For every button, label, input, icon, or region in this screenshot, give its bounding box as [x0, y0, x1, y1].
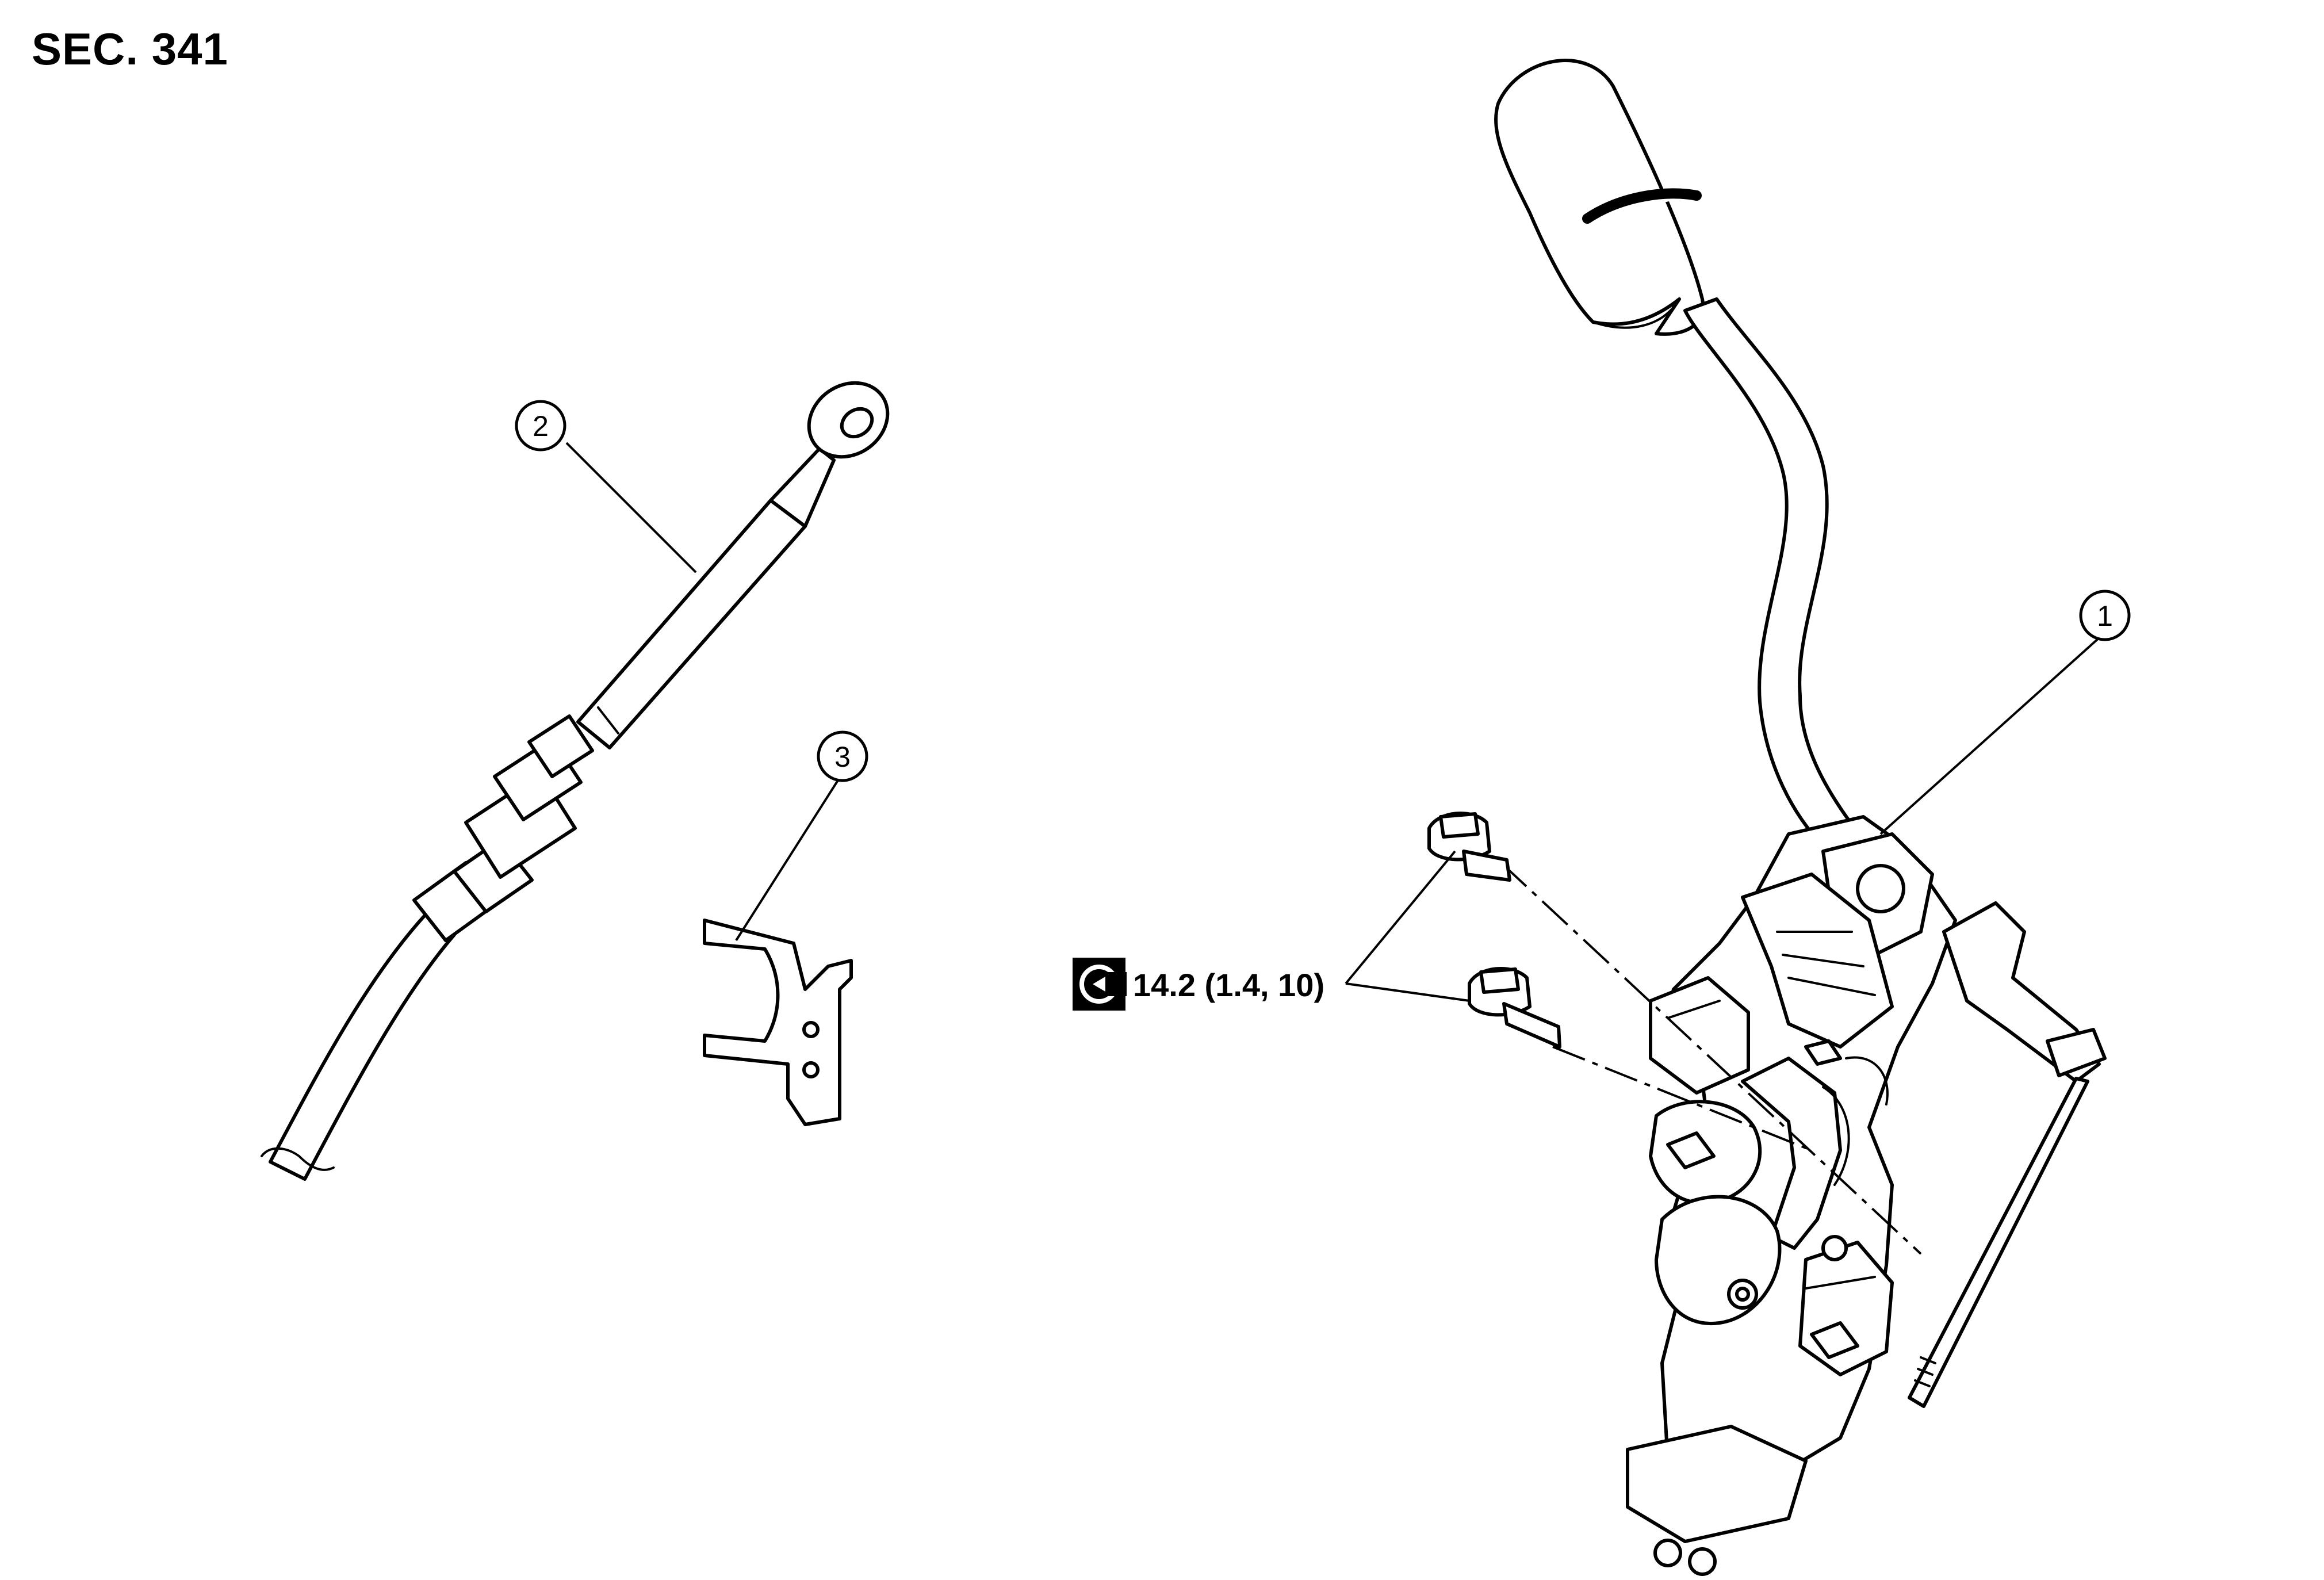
- section-label: SEC. 341: [32, 24, 228, 74]
- svg-text:1: 1: [2097, 600, 2113, 632]
- torque-spec: 14.2 (1.4, 10): [1073, 958, 1324, 1011]
- svg-text:3: 3: [834, 741, 851, 773]
- callout-2: 2: [515, 400, 566, 452]
- leader-lines: [565, 442, 2106, 1002]
- bolt-lower: [1468, 967, 1561, 1049]
- torque-wrench-icon: [1073, 958, 1127, 1011]
- svg-text:2: 2: [533, 410, 549, 442]
- callout-1: 1: [2079, 590, 2131, 641]
- shift-lever-assembly: [1494, 59, 2107, 1576]
- torque-value: 14.2 (1.4, 10): [1133, 967, 1324, 1003]
- callout-3: 3: [817, 730, 868, 782]
- cable-clip: [703, 919, 853, 1126]
- bolt-upper: [1427, 812, 1511, 882]
- control-cable: [261, 381, 890, 1181]
